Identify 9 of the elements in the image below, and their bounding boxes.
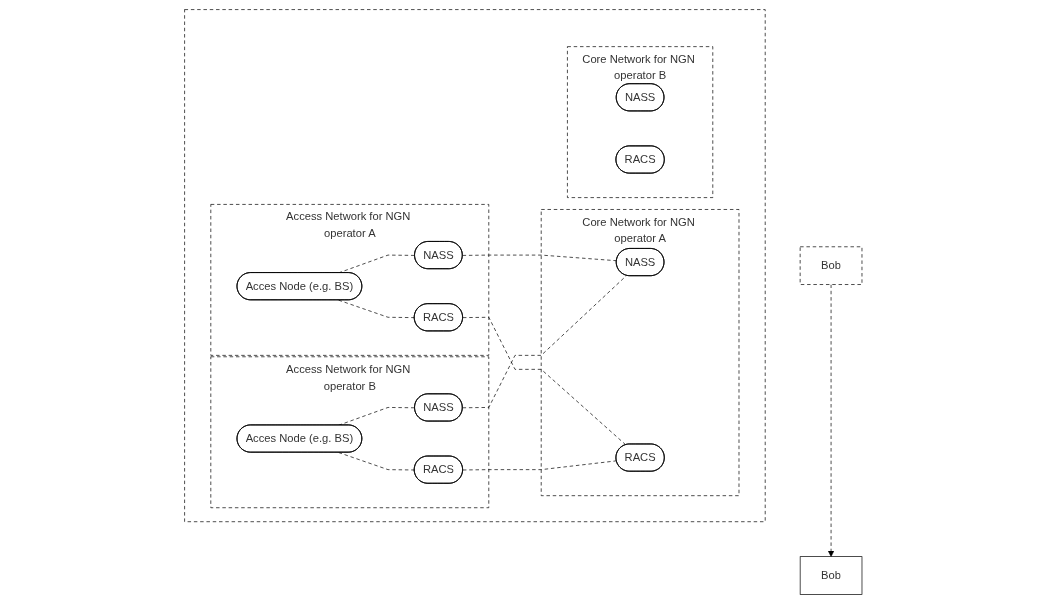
node-box: Bob [800, 555, 863, 595]
connector [462, 316, 627, 445]
connector [462, 274, 628, 408]
node-box: Bob [800, 245, 863, 285]
connector [338, 451, 416, 470]
cluster [184, 8, 766, 522]
connector [462, 254, 618, 261]
connector [338, 299, 416, 318]
connector [462, 460, 618, 470]
